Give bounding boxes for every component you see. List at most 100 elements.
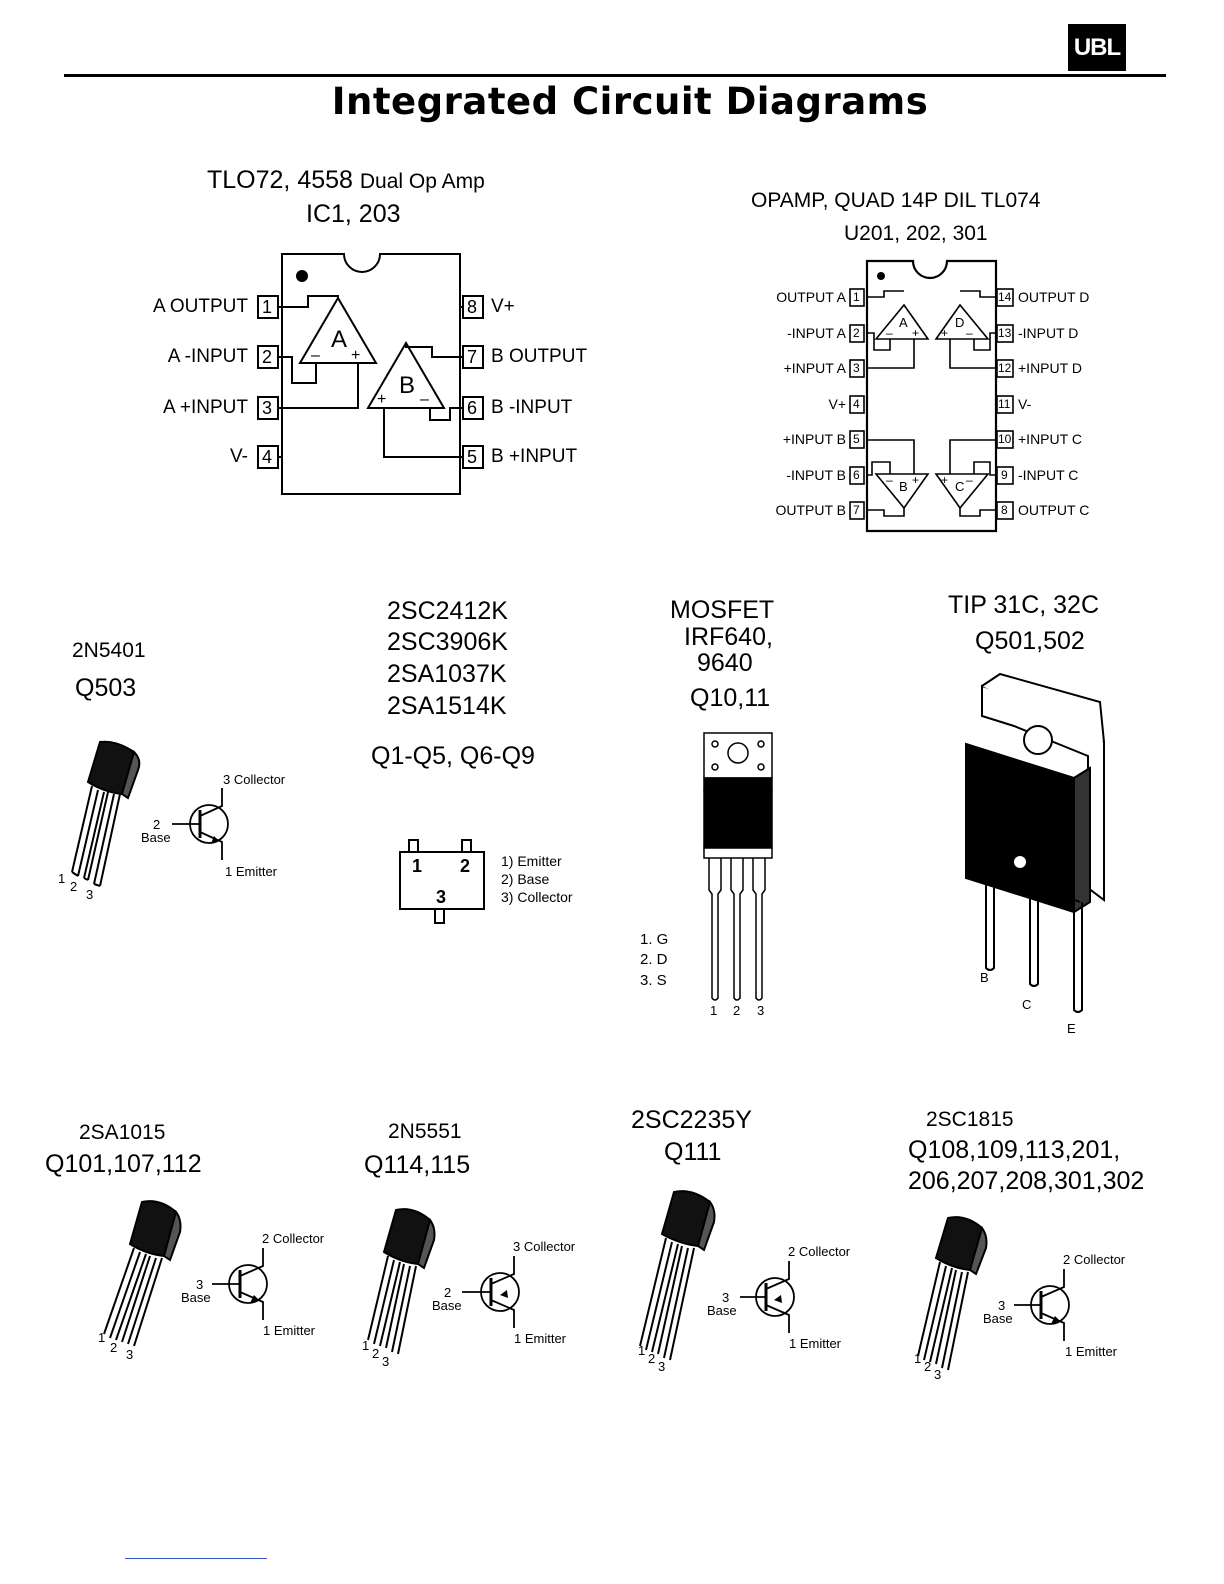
footer-link-line <box>125 1558 267 1559</box>
transistor-symbol-3 <box>740 1261 795 1333</box>
bottom-2-ref: Q114,115 <box>364 1151 471 1179</box>
bottom-4-part: 2SC1815 <box>926 1108 1014 1131</box>
quad-pin-11-num: 11 <box>998 397 1011 411</box>
quad-pin-14-label: OUTPUT D <box>1018 289 1090 305</box>
bottom-2-emitter: 1 Emitter <box>514 1331 567 1346</box>
mosfet-pin-3: 3 <box>757 1003 765 1018</box>
smd-legend-base: 2) Base <box>501 871 550 887</box>
mosfet-legend-d: 2. D <box>640 951 668 968</box>
dual-pin-4-num: 4 <box>262 447 273 467</box>
dual-pin-7-label: B OUTPUT <box>491 346 588 367</box>
quad-pin-3-label: +INPUT A <box>783 360 846 376</box>
svg-text:+: + <box>941 473 948 487</box>
dual-pin-8-num: 8 <box>467 297 478 317</box>
mosfet-ref: Q10,11 <box>690 684 771 712</box>
dual-pin-2-num: 2 <box>262 347 273 367</box>
smd-pad-3: 3 <box>436 887 447 907</box>
svg-text:–: – <box>886 473 893 487</box>
svg-text:+: + <box>941 326 948 340</box>
quad-pin-13-num: 13 <box>998 326 1012 340</box>
amp-a-plus: + <box>351 347 360 364</box>
dual-pin-2-label: A -INPUT <box>167 346 248 367</box>
quad-pin-2-label: -INPUT A <box>787 325 846 341</box>
header-rule <box>64 74 1166 77</box>
smd-part-1: 2SC2412K <box>387 597 508 625</box>
dual-pin-6-num: 6 <box>467 398 478 418</box>
bottom-4-pin-1: 1 <box>914 1351 922 1366</box>
q503-base: Base <box>141 830 171 845</box>
bottom-1-pin-3: 3 <box>126 1347 134 1362</box>
bottom-4-ref-2: 206,207,208,301,302 <box>908 1167 1145 1195</box>
smd-legend-emitter: 1) Emitter <box>501 853 562 869</box>
dual-pin-1-label: A OUTPUT <box>152 296 248 317</box>
quad-pin-2-num: 2 <box>853 326 860 340</box>
bottom-2-part: 2N5551 <box>388 1120 462 1143</box>
quad-pin-14-num: 14 <box>998 290 1012 304</box>
q503-ref: Q503 <box>75 674 137 702</box>
to92-package-2 <box>367 1208 436 1355</box>
quad-pin-1-num: 1 <box>853 290 860 304</box>
bottom-1-emitter: 1 Emitter <box>263 1323 316 1338</box>
q503-pin-3: 3 <box>86 887 94 902</box>
bottom-4-emitter: 1 Emitter <box>1065 1344 1118 1359</box>
bottom-1-pin-1: 1 <box>98 1330 106 1345</box>
bottom-2-base: Base <box>432 1298 462 1313</box>
amp-a-label: A <box>331 326 348 353</box>
bottom-1-base-num: 3 <box>196 1277 204 1292</box>
bottom-4-collector: 2 Collector <box>1063 1252 1126 1267</box>
amp-b-label: B <box>399 372 416 399</box>
quad-pin-4-label: V+ <box>828 396 846 412</box>
bottom-2-pin-1: 1 <box>362 1338 370 1353</box>
tip-pin-e: E <box>1067 1021 1076 1036</box>
page-title: Integrated Circuit Diagrams <box>331 80 929 123</box>
quad-pin-10-label: +INPUT C <box>1018 431 1082 447</box>
svg-text:–: – <box>966 473 973 487</box>
tip-pin-b: B <box>980 970 989 985</box>
dual-pin-5-label: B +INPUT <box>491 446 578 467</box>
dual-pin-4-label: V- <box>230 446 248 467</box>
bottom-1-part: 2SA1015 <box>79 1121 166 1144</box>
bottom-3-part: 2SC2235Y <box>631 1106 752 1134</box>
dual-pin-5-num: 5 <box>467 447 478 467</box>
mosfet-legend-s: 3. S <box>640 972 667 989</box>
tip-pin-c: C <box>1022 997 1032 1012</box>
bottom-4-pin-3: 3 <box>934 1367 942 1382</box>
bottom-3-pin-2: 2 <box>648 1351 656 1366</box>
mosfet-part-1: IRF640, <box>684 623 773 651</box>
dual-opamp-package <box>257 253 484 495</box>
mosfet-to220-package <box>703 732 773 1001</box>
amp-b-plus: + <box>377 391 386 408</box>
quad-pin-8-num: 8 <box>1001 503 1008 517</box>
dual-pin-3-label: A +INPUT <box>163 397 248 418</box>
bottom-1-base: Base <box>181 1290 211 1305</box>
transistor-symbol-4 <box>1014 1269 1070 1341</box>
dual-pin-7-num: 7 <box>467 347 478 367</box>
tip-ref: Q501,502 <box>975 627 1085 655</box>
bottom-2-collector: 3 Collector <box>513 1239 576 1254</box>
bottom-2-pin-2: 2 <box>372 1346 380 1361</box>
bottom-1-ref: Q101,107,112 <box>45 1150 202 1178</box>
quad-pin-7-num: 7 <box>853 503 860 517</box>
bottom-3-base-num: 3 <box>722 1290 730 1305</box>
dual-pin-6-label: B -INPUT <box>491 397 573 418</box>
quad-opamp-subtitle: U201, 202, 301 <box>844 222 988 245</box>
q503-collector: 3 Collector <box>223 772 286 787</box>
tip-part: TIP 31C, 32C <box>948 591 1100 619</box>
mosfet-legend-g: 1. G <box>640 931 669 948</box>
smd-ref: Q1-Q5, Q6-Q9 <box>371 742 535 770</box>
to92-package-1 <box>103 1200 182 1347</box>
svg-text:+: + <box>912 473 919 487</box>
amp-b-minus: – <box>420 391 429 408</box>
svg-text:–: – <box>966 326 973 340</box>
smd-pad-2: 2 <box>460 856 471 876</box>
quad-pin-8-label: OUTPUT C <box>1018 502 1090 518</box>
q503-part: 2N5401 <box>72 639 146 662</box>
quad-opamp-package <box>849 259 1014 533</box>
q503-to92-package <box>71 740 141 887</box>
quad-pin-1-label: OUTPUT A <box>776 289 846 305</box>
quad-amp-d: D <box>955 315 965 330</box>
bottom-3-base: Base <box>707 1303 737 1318</box>
bottom-4-pin-2: 2 <box>924 1359 932 1374</box>
quad-pin-11-label: V- <box>1018 396 1032 412</box>
q503-pin-2: 2 <box>70 879 78 894</box>
